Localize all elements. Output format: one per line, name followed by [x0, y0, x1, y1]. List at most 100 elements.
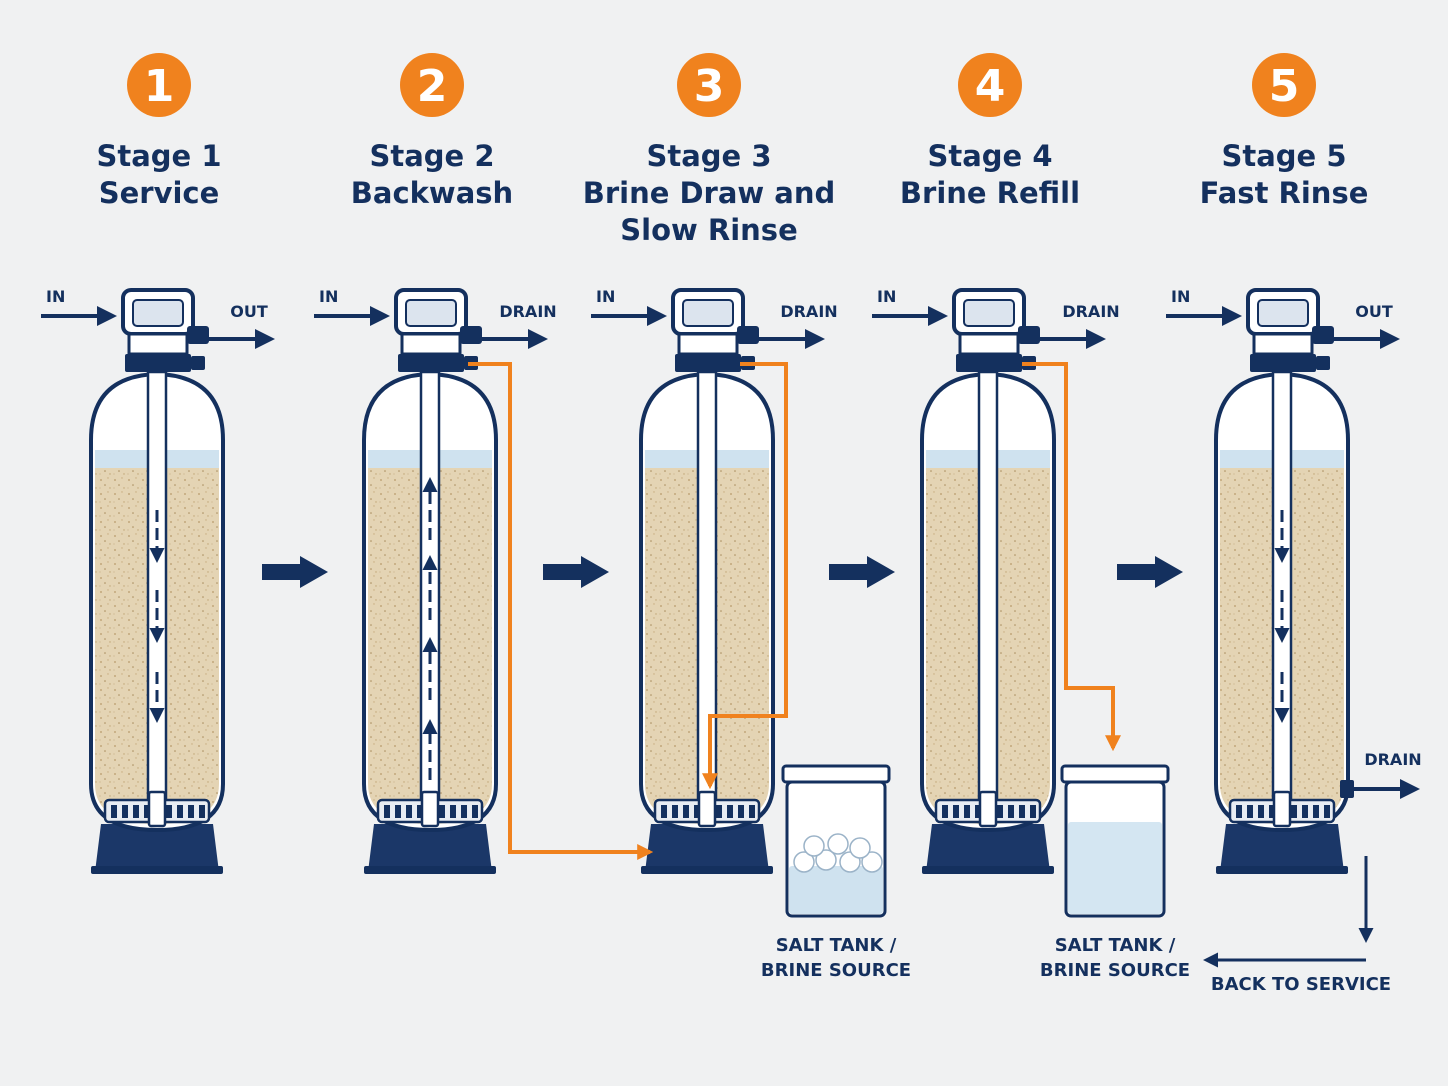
tank-foot: [641, 866, 773, 874]
stage-number: 2: [417, 61, 448, 112]
valve-window: [682, 299, 734, 327]
stage-title-line1: Stage 2: [369, 139, 494, 173]
outlet-label: DRAIN: [499, 302, 556, 321]
distributor-slot: [1269, 805, 1275, 818]
distributor-slot: [749, 805, 755, 818]
back-to-service-label: BACK TO SERVICE: [1211, 974, 1391, 995]
valve-collar: [125, 354, 191, 372]
inlet-label: IN: [877, 287, 896, 306]
distributor-slot: [672, 805, 678, 818]
tank-foot: [91, 866, 223, 874]
outlet-label: OUT: [1355, 302, 1393, 321]
stage-title-line2: Fast Rinse: [1200, 176, 1369, 210]
salt-tank-caption-line2: BRINE SOURCE: [1040, 960, 1190, 981]
distributor-slot: [1247, 805, 1253, 818]
inlet-label: IN: [596, 287, 615, 306]
stage-title-line2: Backwash: [351, 176, 513, 210]
valve-body: [677, 332, 739, 356]
distributor-slot: [199, 805, 205, 818]
valve-collar: [675, 354, 741, 372]
distributor-slot: [1302, 805, 1308, 818]
distributor-slot: [738, 805, 744, 818]
valve-window: [132, 299, 184, 327]
stage5-drain-return: DRAIN BACK TO SERVICE: [1203, 750, 1422, 995]
salt-tank-stage4: SALT TANK / BRINE SOURCE: [1040, 764, 1190, 981]
valve-window: [963, 299, 1015, 327]
distributor-slot: [144, 805, 150, 818]
stage-title-line1: Stage 1: [96, 139, 221, 173]
refill-water: [1068, 822, 1162, 914]
stage5-drain-label: DRAIN: [1364, 750, 1421, 769]
brine-port: [191, 356, 205, 370]
outlet-label: OUT: [230, 302, 268, 321]
tank-foot: [922, 866, 1054, 874]
distributor-slot: [188, 805, 194, 818]
stage-title-line2: Brine Refill: [900, 176, 1080, 210]
outlet-port: [1312, 326, 1334, 344]
tank-base: [926, 824, 1050, 872]
distributor-hub: [420, 790, 440, 828]
outlet-label: DRAIN: [780, 302, 837, 321]
distributor-hub: [1272, 790, 1292, 828]
outlet-port: [460, 326, 482, 344]
distributor-hub: [697, 790, 717, 828]
salt-tank-caption-line1: SALT TANK /: [776, 935, 897, 956]
outlet-port: [187, 326, 209, 344]
distributor-slot: [439, 805, 445, 818]
tank-foot: [1216, 866, 1348, 874]
distributor-tube: [696, 370, 718, 810]
inlet-label: IN: [46, 287, 65, 306]
distributor-slot: [694, 805, 700, 818]
distributor-slot: [1258, 805, 1264, 818]
step-arrow-1-to-2: [262, 556, 328, 588]
brine-port: [1316, 356, 1330, 370]
valve-body: [1252, 332, 1314, 356]
tank-base: [95, 824, 219, 872]
distributor-slot: [166, 805, 172, 818]
stage-title-line1: Stage 4: [927, 139, 1052, 173]
stage-number-badge: [400, 53, 464, 117]
distributor-slot: [177, 805, 183, 818]
distributor-slot: [953, 805, 959, 818]
stage-number-badge: [127, 53, 191, 117]
tank-foot: [364, 866, 496, 874]
drain-fitting: [1340, 780, 1354, 798]
salt-tank-caption-line1: SALT TANK /: [1055, 935, 1176, 956]
step-arrows: [262, 556, 1183, 588]
distributor-hub: [978, 790, 998, 828]
salt-pellets: [793, 833, 883, 873]
valve-body: [127, 332, 189, 356]
distributor-slot: [133, 805, 139, 818]
salt-tank-caption-line2: BRINE SOURCE: [761, 960, 911, 981]
stage-title-line1: Stage 3: [646, 139, 771, 173]
distributor-slot: [1236, 805, 1242, 818]
stage-number: 1: [144, 61, 175, 112]
distributor-slot: [417, 805, 423, 818]
distributor-slot: [111, 805, 117, 818]
salt-tank-stage3: SALT TANK / BRINE SOURCE: [761, 764, 911, 981]
stage3-brine-draw-line: [702, 362, 788, 790]
valve-body: [400, 332, 462, 356]
stage-number-badge: [677, 53, 741, 117]
salt-tank-lid: [781, 764, 891, 784]
distributor-slot: [964, 805, 970, 818]
tank-base: [368, 824, 492, 872]
stage-title-line3: Slow Rinse: [620, 213, 797, 247]
distributor-slot: [122, 805, 128, 818]
distributor-tube: [977, 370, 999, 810]
stage2-drain-line: [468, 362, 654, 860]
valve-collar: [1250, 354, 1316, 372]
distributor-slot: [461, 805, 467, 818]
valve-window: [405, 299, 457, 327]
tank-base: [645, 824, 769, 872]
stage-number-badge: [1252, 53, 1316, 117]
stage-number: 5: [1269, 61, 1300, 112]
brine-water: [789, 866, 883, 914]
